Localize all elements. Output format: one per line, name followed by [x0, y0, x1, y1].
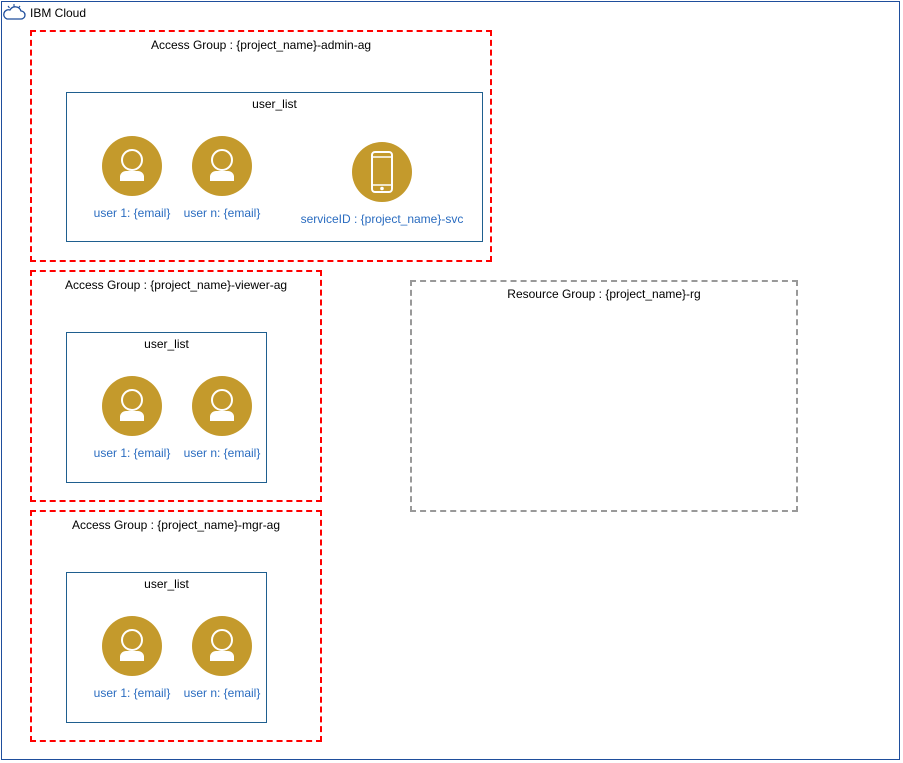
user-list-box: user_list user 1: {email} user n: {email…	[66, 332, 267, 483]
access-group-title: Access Group : {project_name}-admin-ag	[150, 38, 372, 52]
user-icon	[192, 616, 252, 676]
user-icon	[102, 376, 162, 436]
user-icon	[102, 136, 162, 196]
member-user-n: user n: {email}	[167, 136, 277, 220]
member-label: serviceID : {project_name}-svc	[300, 212, 464, 226]
user-list-title: user_list	[144, 337, 189, 351]
user-list-box: user_list user 1: {email} user n: {email…	[66, 92, 483, 242]
user-list-title: user_list	[252, 97, 297, 111]
user-icon	[192, 376, 252, 436]
member-user-1: user 1: {email}	[77, 136, 187, 220]
user-icon	[102, 616, 162, 676]
member-label: user n: {email}	[183, 446, 261, 460]
member-label: user 1: {email}	[93, 686, 171, 700]
user-icon	[192, 136, 252, 196]
member-label: user 1: {email}	[93, 446, 171, 460]
member-label: user 1: {email}	[93, 206, 171, 220]
access-group-admin: Access Group : {project_name}-admin-ag u…	[30, 30, 492, 262]
access-group-title: Access Group : {project_name}-viewer-ag	[64, 278, 288, 292]
resource-group-title: Resource Group : {project_name}-rg	[507, 287, 701, 301]
access-group-title: Access Group : {project_name}-mgr-ag	[71, 518, 281, 532]
user-list-title: user_list	[144, 577, 189, 591]
member-label: user n: {email}	[183, 686, 261, 700]
member-user-n: user n: {email}	[167, 376, 277, 460]
member-service-id: serviceID : {project_name}-svc	[297, 142, 467, 226]
access-group-viewer: Access Group : {project_name}-viewer-ag …	[30, 270, 322, 502]
access-group-mgr: Access Group : {project_name}-mgr-ag use…	[30, 510, 322, 742]
mobile-device-icon	[352, 142, 412, 202]
member-user-1: user 1: {email}	[77, 376, 187, 460]
cloud-title: IBM Cloud	[30, 6, 87, 20]
cloud-icon	[3, 4, 26, 20]
member-user-n: user n: {email}	[167, 616, 277, 700]
resource-group: Resource Group : {project_name}-rg	[410, 280, 798, 512]
member-label: user n: {email}	[183, 206, 261, 220]
user-list-box: user_list user 1: {email} user n: {email…	[66, 572, 267, 723]
member-user-1: user 1: {email}	[77, 616, 187, 700]
